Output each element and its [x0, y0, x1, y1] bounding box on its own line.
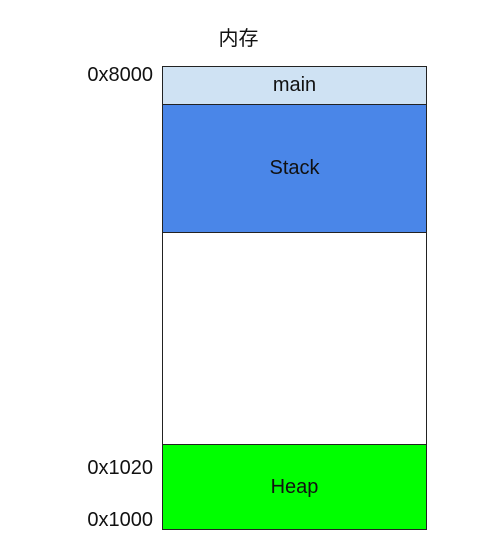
stack-segment-label: Stack [269, 157, 320, 179]
stack-segment: Stack [163, 105, 426, 233]
memory-title: 内存 [218, 26, 259, 50]
free-memory-segment [163, 233, 426, 444]
address-label-bottom: 0x1000 [87, 509, 153, 531]
heap-segment-label: Heap [270, 475, 319, 498]
address-label-heap-top: 0x1020 [87, 457, 153, 479]
main-segment-label: main [272, 74, 317, 96]
heap-segment: Heap [163, 444, 426, 529]
address-label-top: 0x8000 [87, 64, 153, 86]
main-segment: main [163, 67, 426, 105]
memory-block: main Stack Heap [162, 66, 427, 530]
